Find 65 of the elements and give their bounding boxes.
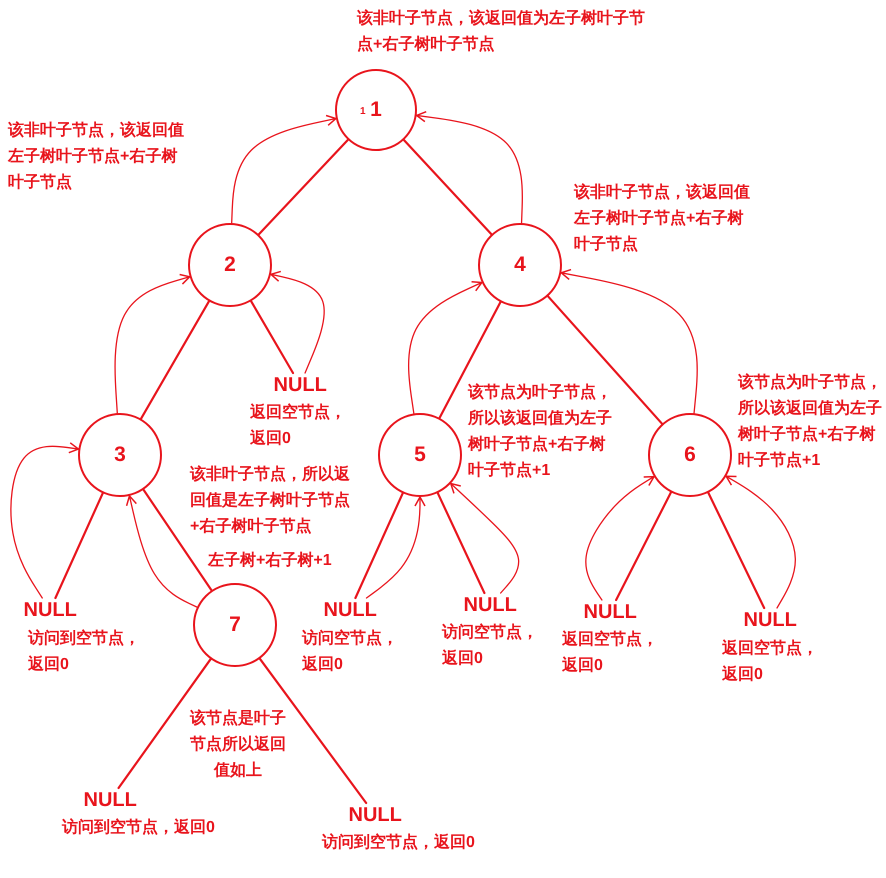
return-arrow [560,268,698,414]
node-number: 2 [224,253,236,277]
tree-edge [258,658,368,804]
null-label: NULL [324,598,377,622]
annotation-text: 该非叶子节点，该返回值为左子树叶子节点+右子树叶子节点 [357,8,646,55]
null-label: NULL [348,803,402,827]
return-arrow [114,274,190,414]
annotation-text: 左子树+右子树+1 [208,550,333,571]
null-label: NULL [584,600,637,624]
tree-node-circle [478,223,562,307]
annotation-text: 返回空节点，返回0 [722,638,819,685]
annotation-text: 访问空节点，返回0 [442,622,539,669]
return-arrow [408,280,483,414]
small-number: 1 [360,106,366,118]
tree-node-circle [648,413,732,497]
tree-edge [436,492,486,594]
tree-node-circle [78,413,162,497]
return-arrow [270,270,325,374]
null-label: NULL [274,373,327,397]
tree-edge [250,300,294,374]
annotation-text: 该节点为叶子节点，所以该返回值为左子树叶子节点+右子树叶子节点+1 [468,382,613,481]
node-number: 6 [684,443,696,467]
annotation-text: 访问空节点，返回0 [302,628,399,675]
tree-node-circle [188,223,272,307]
annotation-text: 该节点为叶子节点，所以该返回值为左子树叶子节点+右子树叶子节点+1 [738,372,883,471]
tree-edge [258,138,349,236]
annotation-text: 返回空节点，返回0 [562,629,659,676]
annotation-text: 该非叶子节点，该返回值左子树叶子节点+右子树叶子节点 [8,120,185,193]
return-arrow [450,482,520,594]
tree-edge [140,300,210,420]
annotation-text: 返回空节点，返回0 [250,402,347,449]
null-label: NULL [464,593,517,617]
tree-edge [707,492,766,610]
tree-node-circle [193,583,277,667]
tree-edge [546,295,664,425]
tree-edge [54,492,104,600]
tree-edge [438,301,502,419]
annotation-text: 访问到空节点，返回0 [62,817,216,838]
tree-edge [354,492,404,600]
null-label: NULL [744,608,797,632]
tree-edge [117,658,212,790]
null-label: NULL [24,598,77,622]
tree-node-circle [378,413,462,497]
return-arrow [10,442,80,599]
return-arrow [416,110,524,224]
tree-edge [402,138,493,236]
node-number: 7 [229,613,241,637]
annotation-text: 访问到空节点，返回0 [322,832,476,853]
tree-edge [615,491,672,602]
node-number: 3 [114,443,126,467]
tree-edge [142,488,213,592]
annotation-text: 该节点是叶子节点所以返回值如上 [189,708,287,781]
annotation-text: 访问到空节点，返回0 [28,628,141,675]
return-arrow [126,495,198,608]
return-arrow [231,114,337,224]
annotation-text: 该非叶子节点，该返回值左子树叶子节点+右子树叶子节点 [574,182,751,255]
node-number: 1 [370,98,382,122]
return-arrow [585,476,655,601]
node-number: 5 [414,443,426,467]
node-number: 4 [514,253,526,277]
return-arrow [725,476,796,609]
tree-node-circle [335,69,417,151]
null-label: NULL [84,788,137,812]
return-arrow [366,496,426,599]
annotation-text: 该非叶子节点，所以返回值是左子树叶子节点+右子树叶子节点 [190,464,351,537]
